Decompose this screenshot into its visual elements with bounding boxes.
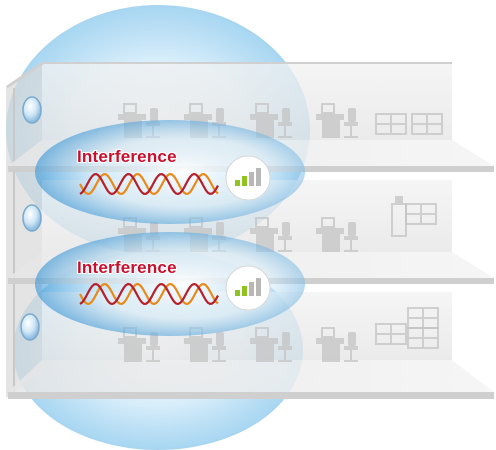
interference-waves (79, 172, 219, 306)
chair-icon (344, 108, 358, 138)
cabinet-icon (405, 203, 437, 225)
desk-icon (316, 103, 358, 138)
cabinet-icon (375, 323, 407, 345)
access-point-icon (22, 96, 42, 124)
desk-icon (316, 327, 358, 362)
chair-icon (278, 332, 292, 362)
chair-icon (344, 332, 358, 362)
interference-zone-top (35, 120, 305, 224)
access-point-icon (20, 313, 40, 341)
signal-strength-icon (225, 265, 271, 311)
signal-strength-icon (225, 155, 271, 201)
desk-icon (316, 217, 358, 252)
desk-icon (250, 327, 292, 362)
access-point-icon (22, 204, 42, 232)
chair-icon (278, 222, 292, 252)
chair-icon (344, 222, 358, 252)
desk-icon (184, 327, 226, 362)
cabinet-icon (375, 113, 407, 135)
chair-icon (278, 108, 292, 138)
chair-icon (212, 332, 226, 362)
interference-label-top: Interference (77, 147, 177, 166)
cabinet-icon (411, 113, 443, 135)
interference-label-bottom: Interference (77, 258, 177, 277)
cabinet-icon (407, 327, 439, 349)
